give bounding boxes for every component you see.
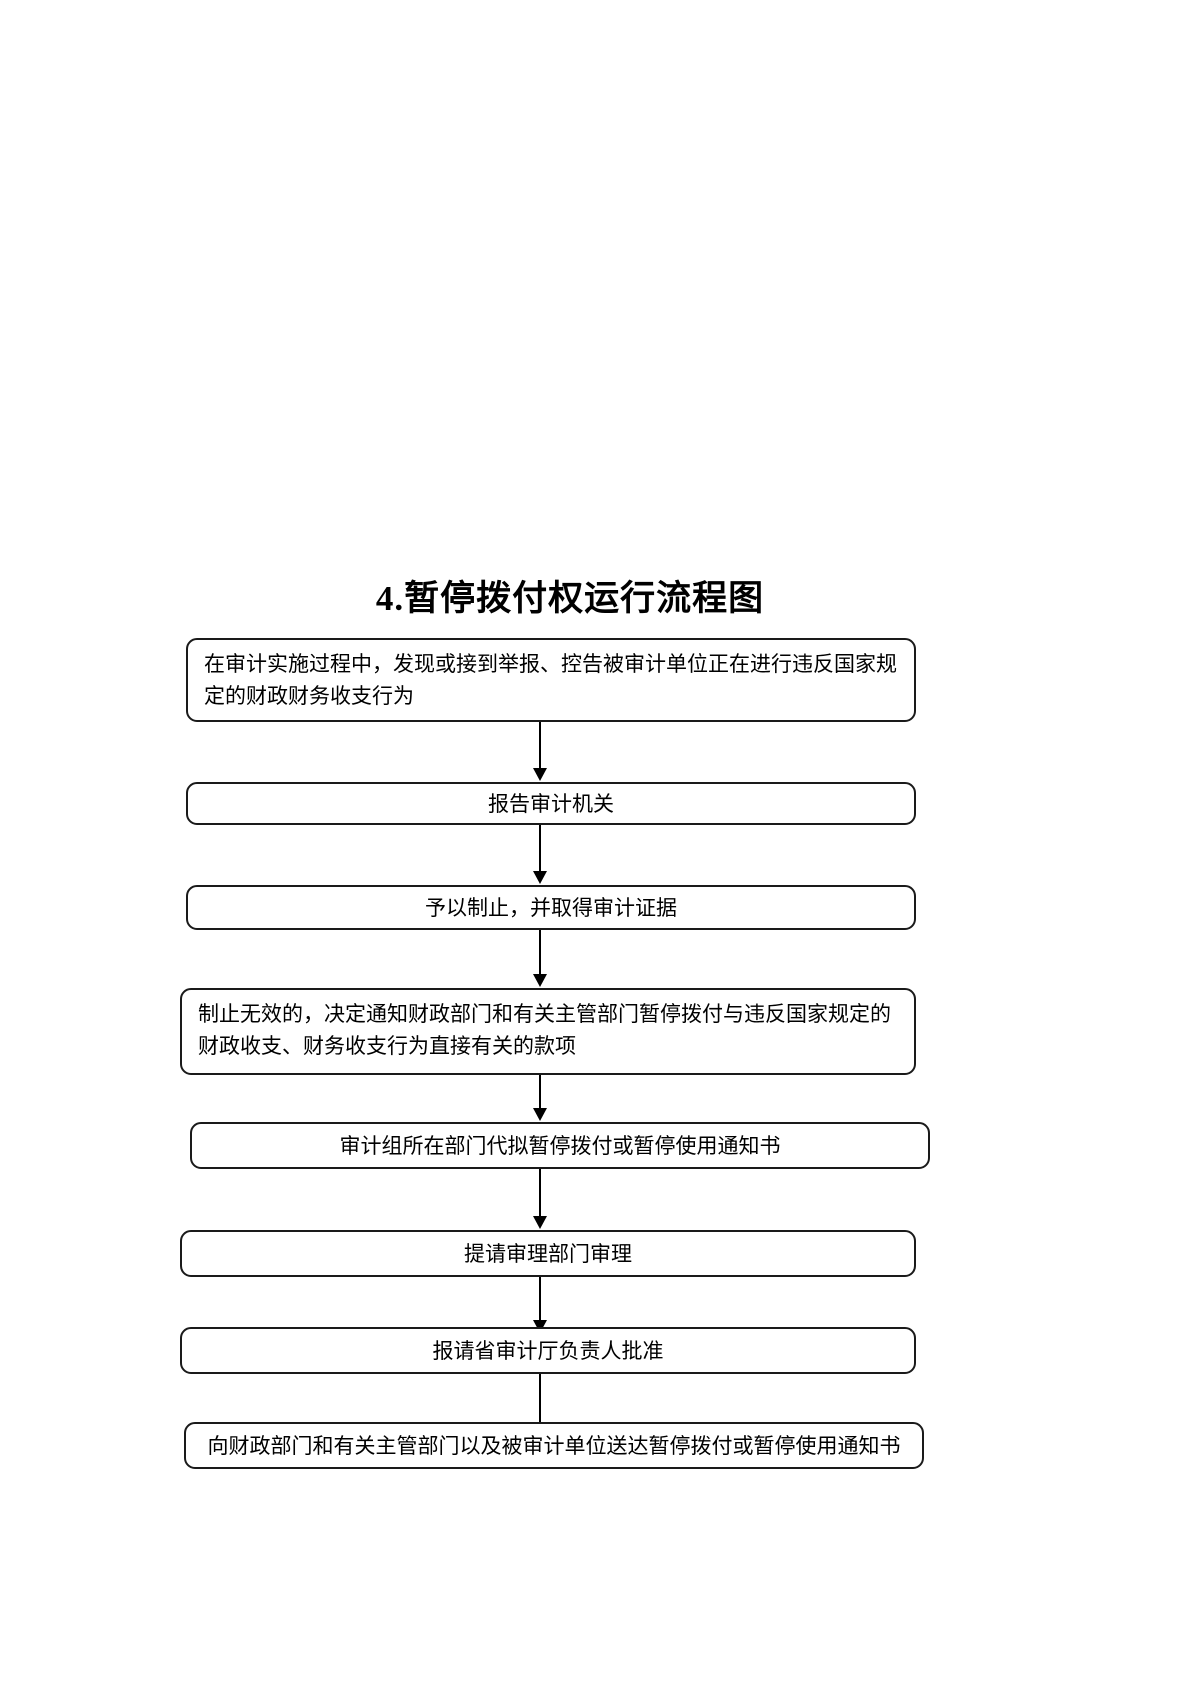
- flow-step-label: 审计组所在部门代拟暂停拨付或暂停使用通知书: [339, 1133, 781, 1158]
- arrow-line: [539, 1075, 541, 1110]
- arrow-line: [539, 1277, 541, 1322]
- flow-step-deliver-notice: 向财政部门和有关主管部门以及被审计单位送达暂停拨付或暂停使用通知书: [184, 1422, 924, 1469]
- flow-step-label: 提请审理部门审理: [464, 1241, 632, 1266]
- flowchart-title: 4.暂停拨付权运行流程图: [375, 579, 765, 618]
- arrow-head-icon: [533, 768, 547, 781]
- flow-step-stop-and-obtain-evidence: 予以制止，并取得审计证据: [186, 885, 916, 930]
- arrow-head-icon: [533, 1108, 547, 1121]
- flow-step-label: 向财政部门和有关主管部门以及被审计单位送达暂停拨付或暂停使用通知书: [207, 1433, 901, 1458]
- arrow-line: [539, 930, 541, 976]
- arrow-line: [539, 1374, 541, 1425]
- flow-step-draft-notice: 审计组所在部门代拟暂停拨付或暂停使用通知书: [190, 1122, 930, 1169]
- arrow-head-icon: [533, 974, 547, 987]
- flow-step-submit-for-review: 提请审理部门审理: [180, 1230, 916, 1277]
- flow-arrow-3: [533, 930, 547, 987]
- arrow-line: [539, 722, 541, 770]
- flow-arrow-5: [533, 1169, 547, 1229]
- flow-arrow-4: [533, 1075, 547, 1121]
- flow-step-request-approval: 报请省审计厅负责人批准: [180, 1327, 916, 1374]
- flow-step-report-audit-authority: 报告审计机关: [186, 782, 916, 825]
- flow-step-decide-suspend-payment: 制止无效的，决定通知财政部门和有关主管部门暂停拨付与违反国家规定的财政收支、财务…: [180, 988, 916, 1075]
- flow-arrow-6: [533, 1277, 547, 1333]
- arrow-line: [539, 1169, 541, 1218]
- arrow-line: [539, 825, 541, 873]
- arrow-head-icon: [533, 1216, 547, 1229]
- flow-arrow-1: [533, 722, 547, 781]
- flow-step-label: 报告审计机关: [488, 791, 614, 816]
- flow-step-label: 制止无效的，决定通知财政部门和有关主管部门暂停拨付与违反国家规定的财政收支、财务…: [198, 1002, 891, 1058]
- arrow-head-icon: [533, 871, 547, 884]
- flow-step-label: 予以制止，并取得审计证据: [425, 895, 677, 920]
- flow-step-report-discovery: 在审计实施过程中，发现或接到举报、控告被审计单位正在进行违反国家规定的财政财务收…: [186, 638, 916, 722]
- flow-step-label: 报请省审计厅负责人批准: [432, 1338, 664, 1363]
- flow-step-label: 在审计实施过程中，发现或接到举报、控告被审计单位正在进行违反国家规定的财政财务收…: [204, 652, 897, 708]
- flow-arrow-2: [533, 825, 547, 884]
